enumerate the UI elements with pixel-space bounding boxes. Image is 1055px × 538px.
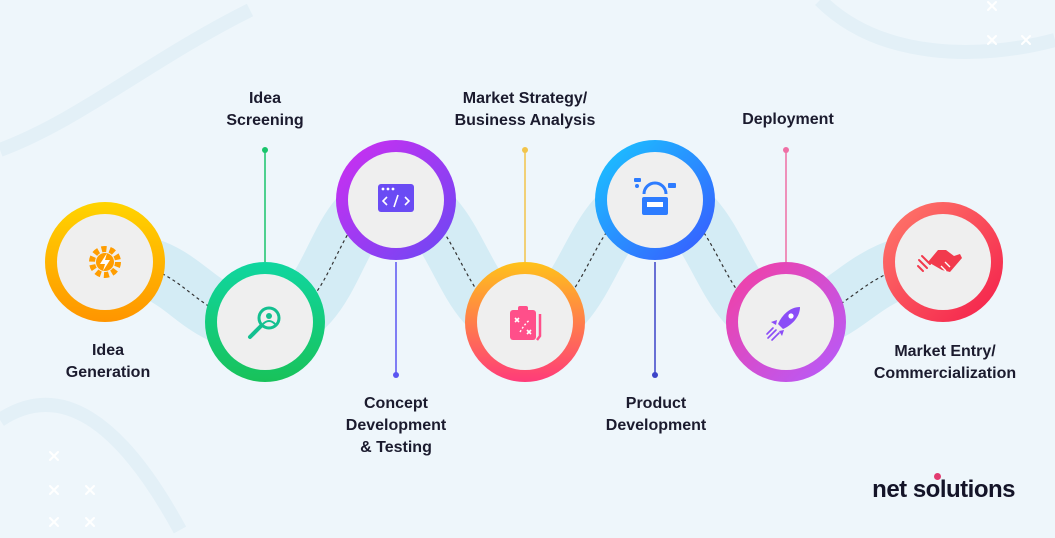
step-node-market-entry <box>883 202 1003 322</box>
magnifier-user-icon <box>248 306 281 339</box>
step-node-concept-development <box>336 140 456 260</box>
brand-logo-text: net solutions <box>872 476 1015 503</box>
crosses-top-right <box>987 1 1031 45</box>
label-market-strategy: Market Strategy/Business Analysis <box>454 90 596 129</box>
rocket-icon <box>766 307 800 341</box>
leader-lines <box>262 147 789 378</box>
step-node-product-development <box>595 140 715 260</box>
brand-logo-dot <box>934 473 941 480</box>
product-box-icon <box>634 178 676 215</box>
label-market-entry: Market Entry/Commercialization <box>873 343 1017 382</box>
step-node-market-strategy <box>465 262 585 382</box>
gear-lightning-icon <box>89 246 121 278</box>
step-node-deployment <box>726 262 846 382</box>
step-node-idea-screening <box>205 262 325 382</box>
crosses-bottom-left <box>49 451 95 527</box>
strategy-board-icon <box>510 306 542 341</box>
code-window-icon <box>378 184 414 212</box>
label-deployment: Deployment <box>742 111 834 128</box>
handshake-icon <box>917 250 962 272</box>
step-node-idea-generation <box>45 202 165 322</box>
brand-logo: net solutions <box>872 473 1015 504</box>
